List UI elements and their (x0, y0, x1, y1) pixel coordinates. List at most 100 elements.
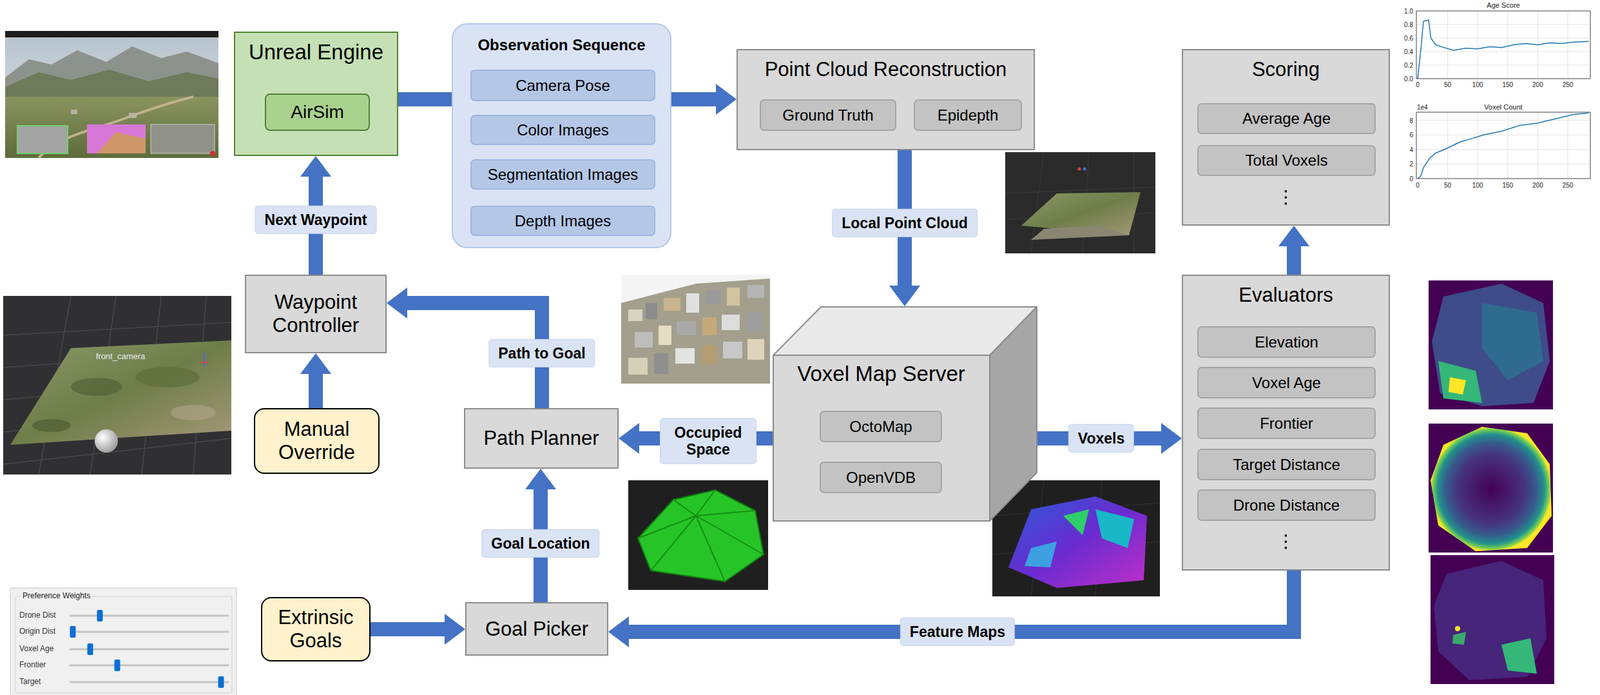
arrow-head (889, 285, 921, 307)
axis-tick: 150 (1502, 81, 1514, 89)
panel-title: Preference Weights (20, 591, 93, 600)
box-label: Total Voxels (1244, 151, 1328, 170)
axis-tick: 0.4 (1404, 48, 1414, 56)
item-box: Depth Images (470, 205, 656, 236)
box-label: Epidepth (937, 106, 999, 125)
slider-label: Origin Dist (19, 626, 56, 636)
axis-tick: 100 (1472, 181, 1484, 189)
feature-map-target (1430, 554, 1555, 684)
arrow-label: Goal Location (481, 529, 600, 558)
arrow-label: Local Point Cloud (831, 208, 978, 238)
axis-tick: 0.8 (1404, 21, 1414, 29)
slider-label: Frontier (19, 660, 46, 669)
box-label: Frontier (1259, 414, 1314, 433)
axis-tick: 0 (1415, 81, 1420, 89)
group-heading: Voxel Map Server (772, 361, 990, 386)
axis-tick: 50 (1444, 181, 1452, 189)
viewer-label: front_camera (96, 351, 146, 361)
server-cube: Voxel Map ServerOctoMapOpenVDB (772, 306, 1038, 522)
item-box: Camera Pose (470, 69, 656, 102)
group-box: Observation SequenceCamera PoseColor Ima… (451, 23, 672, 249)
arrow-shaft (308, 373, 323, 408)
voxel-city-render (621, 274, 771, 384)
process-box: Path Planner (463, 407, 619, 469)
metric-box: Total Voxels (1197, 144, 1376, 176)
input-box: Extrinsic Goals (260, 596, 371, 662)
axis-tick: 150 (1502, 181, 1514, 189)
metric-box: Average Age (1197, 103, 1376, 135)
axis-tick: 250 (1562, 181, 1574, 189)
plugin-box: AirSim (264, 93, 370, 131)
process-box: Point Cloud ReconstructionGround Truth Ep… (736, 48, 1035, 151)
box-label: Target Distance (1232, 455, 1341, 474)
flow-arrow (1278, 225, 1310, 275)
axis-scale: 1e4 (1416, 103, 1428, 111)
box-label: Average Age (1242, 109, 1331, 128)
engine-box: Unreal EngineAirSim (233, 31, 399, 156)
cube-front (773, 355, 990, 521)
arrow-head (1278, 225, 1310, 247)
arrow-head (444, 613, 466, 645)
slider-label: Drone Dist (19, 610, 57, 620)
backend-box: OctoMap (819, 410, 943, 443)
item-box: Color Images (470, 114, 656, 145)
map-viewer-screenshot (3, 295, 232, 475)
flow-arrow (1037, 422, 1182, 454)
axis-tick: 200 (1532, 81, 1544, 89)
box-label: Depth Images (514, 212, 611, 231)
axis-tick: 100 (1472, 81, 1484, 89)
arrow-head (608, 616, 629, 647)
item-box: Segmentation Images (470, 159, 656, 190)
axis-tick: 50 (1444, 81, 1452, 89)
process-box: Evaluators⋮ElevationVoxel AgeFrontierTar… (1181, 274, 1390, 571)
voxel-count-chart (1416, 112, 1591, 179)
box-label: OctoMap (849, 417, 912, 436)
evaluator-box: Frontier (1197, 407, 1376, 439)
box-label: Ground Truth (782, 106, 874, 125)
evaluator-box: Drone Distance (1197, 489, 1376, 521)
arrow-label: Occupied Space (659, 418, 757, 464)
box-label: AirSim (290, 101, 344, 123)
box-label: Voxel Age (1252, 373, 1321, 392)
ellipsis-mark: ⋮ (1183, 188, 1389, 207)
arrow-head (386, 287, 408, 319)
arrow-shaft (398, 92, 452, 107)
group-heading: Evaluators (1183, 283, 1389, 307)
box-label: Segmentation Images (487, 165, 638, 184)
evaluator-box: Target Distance (1197, 448, 1376, 481)
axis-tick: 8 (1409, 116, 1414, 124)
method-box: Epidepth (913, 99, 1022, 131)
slider-label: Target (19, 677, 41, 686)
axis-tick: 6 (1409, 131, 1414, 139)
occupied-space-render (628, 480, 769, 590)
flow-arrow (370, 613, 466, 645)
arrow-head (300, 155, 332, 177)
flow-arrow (608, 570, 1294, 647)
arrow-label: Next Waypoint (255, 205, 377, 234)
axis-tick: 0 (1415, 181, 1420, 189)
arrow-label: Feature Maps (900, 617, 1015, 646)
arrow-label: Voxels (1068, 424, 1135, 453)
process-box: Waypoint Controller (244, 274, 387, 354)
box-label: Path Planner (483, 426, 599, 450)
arrow-head (1161, 422, 1182, 454)
axis-tick: 4 (1409, 145, 1414, 153)
arrow-shaft (370, 621, 446, 637)
axis-tick: 1.0 (1404, 7, 1414, 15)
box-label: Drone Distance (1233, 496, 1340, 515)
arrow-head (525, 468, 557, 490)
feature-map-frontier (1428, 423, 1553, 553)
input-box: Manual Override (253, 407, 380, 474)
axis-tick: 0.6 (1404, 34, 1414, 42)
axis-tick: 0 (1409, 175, 1414, 183)
feature-map-elevation (1428, 280, 1553, 410)
box-label: OpenVDB (846, 468, 916, 487)
group-heading: Point Cloud Reconstruction (737, 57, 1034, 82)
evaluator-box: Voxel Age (1197, 366, 1376, 399)
axis-tick: 0.2 (1404, 61, 1414, 69)
flow-arrow (300, 353, 332, 408)
arrow-shaft (1286, 245, 1302, 275)
process-box: Goal Picker (465, 601, 609, 656)
arrow-label: Path to Goal (488, 338, 595, 368)
